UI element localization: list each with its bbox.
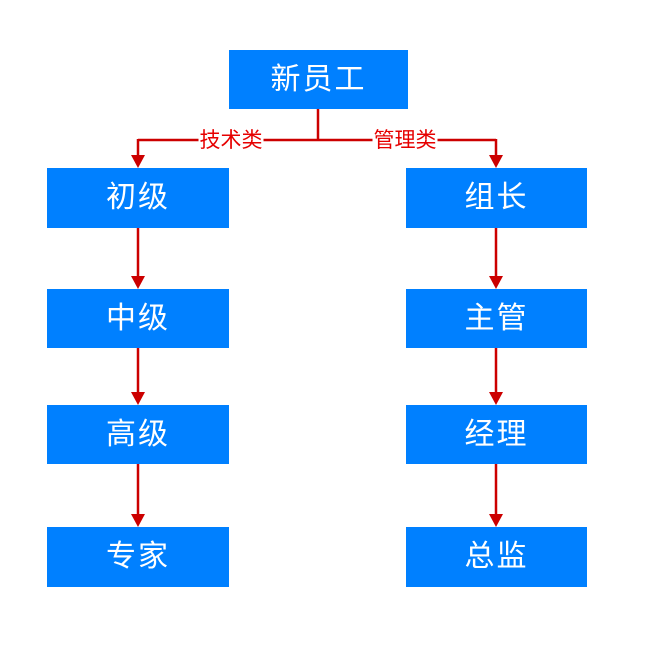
- node-new-employee: 新员工: [229, 50, 408, 109]
- arrowhead-left-2-3: [131, 392, 145, 405]
- node-supervisor: 主管: [406, 289, 587, 348]
- node-expert: 专家: [47, 527, 229, 587]
- node-junior: 初级: [47, 168, 229, 228]
- arrowhead-right-3-4: [489, 514, 503, 527]
- node-director: 总监: [406, 527, 587, 587]
- arrowhead-right-1-2: [489, 276, 503, 289]
- node-intermediate: 中级: [47, 289, 229, 348]
- branch-label-technical: 技术类: [198, 127, 264, 153]
- branch-label-management: 管理类: [372, 127, 438, 153]
- node-manager: 经理: [406, 405, 587, 464]
- arrowhead-right-drop: [489, 155, 503, 168]
- arrowhead-left-1-2: [131, 276, 145, 289]
- arrowhead-right-2-3: [489, 392, 503, 405]
- arrowhead-left-3-4: [131, 514, 145, 527]
- arrowhead-left-drop: [131, 155, 145, 168]
- node-senior: 高级: [47, 405, 229, 464]
- node-team-leader: 组长: [406, 168, 587, 228]
